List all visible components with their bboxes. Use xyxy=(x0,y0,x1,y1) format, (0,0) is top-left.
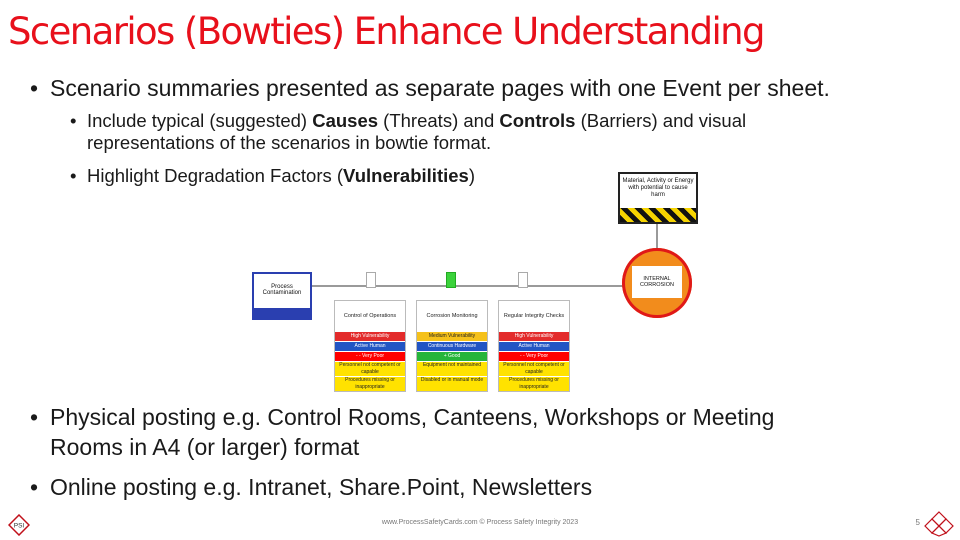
vulnerability-row: Medium Vulnerability xyxy=(417,331,487,341)
footer-text: www.ProcessSafetyCards.com © Process Saf… xyxy=(381,519,579,526)
threat-box: Process Contamination xyxy=(252,272,312,320)
bullet-text-continuation: representations of the scenarios in bowt… xyxy=(87,132,492,153)
barrier-card: Regular Integrity Checks High Vulnerabil… xyxy=(498,300,570,392)
barrier-card: Control of Operations High Vulnerability… xyxy=(334,300,406,392)
degradation-row: Equipment not maintained xyxy=(417,361,487,376)
bullet-degradation-factors: • Highlight Degradation Factors (Vulnera… xyxy=(70,165,475,187)
barrier-tab xyxy=(518,272,528,288)
bullet-marker: • xyxy=(30,404,39,430)
bullet-online-posting: • Online posting e.g. Intranet, Share.Po… xyxy=(30,474,592,501)
page-number: 5 xyxy=(915,518,920,527)
vulnerabilities-bold: Vulnerabilities xyxy=(343,165,469,186)
psi-logo-icon: PSI xyxy=(8,514,30,536)
threat-bar xyxy=(254,308,310,318)
hazard-box: Material, Activity or Energy with potent… xyxy=(618,172,698,224)
bullet-marker: • xyxy=(70,165,77,186)
diamond-pattern-icon xyxy=(924,511,954,537)
rating-row: - - Very Poor xyxy=(499,351,569,361)
slide-title: Scenarios (Bowties) Enhance Understandin… xyxy=(8,10,766,53)
vulnerability-row: High Vulnerability xyxy=(335,331,405,341)
controls-bold: Controls xyxy=(499,110,576,131)
vulnerability-row: High Vulnerability xyxy=(499,331,569,341)
hazard-label: Material, Activity or Energy with potent… xyxy=(622,178,694,198)
bullet-text: Online posting e.g. Intranet, Share.Poin… xyxy=(50,474,593,500)
threat-label: Process Contamination xyxy=(262,284,302,296)
bullet-marker: • xyxy=(70,110,77,131)
rating-row: + Good xyxy=(417,351,487,361)
degradation-row: Procedures missing or inappropriate xyxy=(335,376,405,391)
bullet-text-continuation: Rooms in A4 (or larger) format xyxy=(50,434,360,460)
barrier-line xyxy=(310,285,630,287)
type-row: Active Human xyxy=(499,341,569,351)
degradation-row: Procedures missing or inappropriate xyxy=(499,376,569,391)
rating-row: - - Very Poor xyxy=(335,351,405,361)
logo-text: PSI xyxy=(14,523,25,530)
bullet-physical-posting: • Physical posting e.g. Control Rooms, C… xyxy=(30,402,774,462)
bullet-text: Highlight Degradation Factors (Vulnerabi… xyxy=(87,165,475,186)
barrier-name: Control of Operations xyxy=(343,313,397,319)
bullet-marker: • xyxy=(30,75,39,101)
barrier-name: Regular Integrity Checks xyxy=(503,313,565,319)
bowtie-diagram: Process Contamination Material, Activity… xyxy=(248,172,700,394)
bullet-text: Physical posting e.g. Control Rooms, Can… xyxy=(50,404,775,430)
bullet-text: Scenario summaries presented as separate… xyxy=(50,75,830,101)
barrier-tab xyxy=(366,272,376,288)
top-event-label: INTERNAL CORROSION xyxy=(632,266,682,298)
hazard-connector xyxy=(656,222,658,250)
type-row: Continuous Hardware xyxy=(417,341,487,351)
degradation-row: Personnel not competent or capable xyxy=(499,361,569,376)
bullet-marker: • xyxy=(30,474,39,500)
bullet-text: Include typical (suggested) Causes (Thre… xyxy=(87,110,747,131)
hazard-stripes xyxy=(620,208,696,222)
barrier-card: Corrosion Monitoring Medium Vulnerabilit… xyxy=(416,300,488,392)
degradation-row: Disabled or in manual mode xyxy=(417,376,487,391)
bullet-scenario-summaries: • Scenario summaries presented as separa… xyxy=(30,75,830,102)
barrier-tab-active xyxy=(446,272,456,288)
barrier-name: Corrosion Monitoring xyxy=(426,313,478,319)
type-row: Active Human xyxy=(335,341,405,351)
bullet-causes-controls: • Include typical (suggested) Causes (Th… xyxy=(70,110,746,154)
degradation-row: Personnel not competent or capable xyxy=(335,361,405,376)
causes-bold: Causes xyxy=(312,110,379,131)
top-event-circle: INTERNAL CORROSION xyxy=(622,248,692,318)
